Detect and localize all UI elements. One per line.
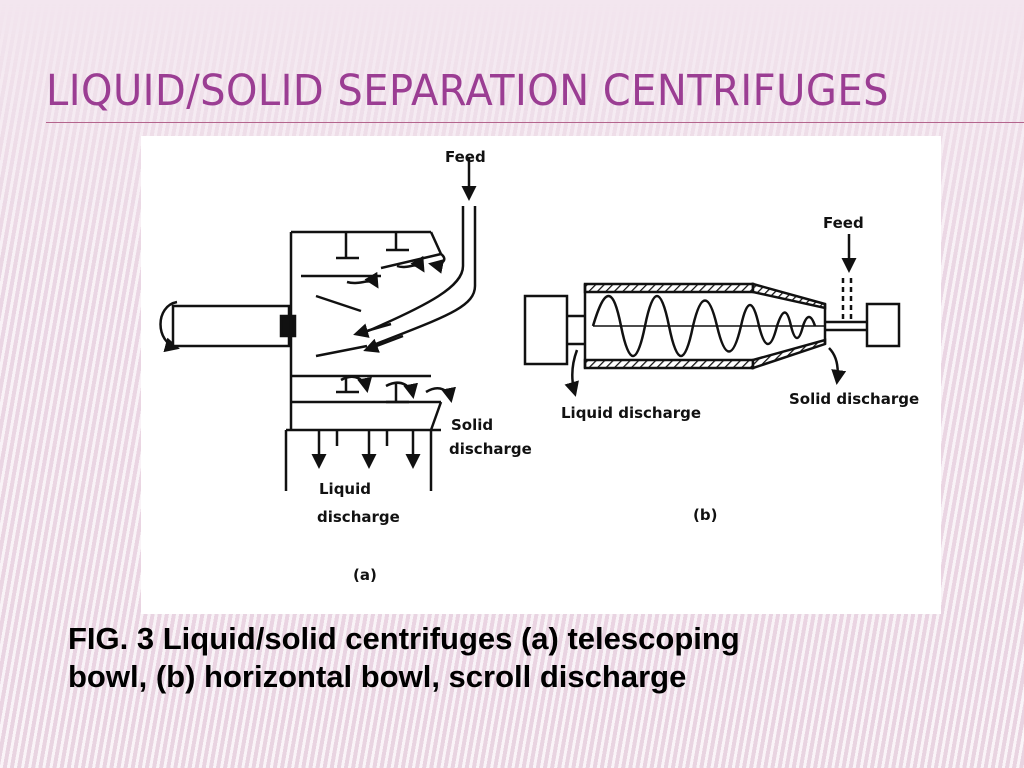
horizontal-bowl-diagram [523, 234, 901, 397]
figure-panel: Feed Solid discharge Liquid discharge (a… [141, 136, 941, 614]
panel-label-b: (b) [693, 506, 718, 524]
title-divider [46, 122, 1024, 123]
feed-label-b: Feed [823, 214, 864, 232]
drive-unit [523, 294, 569, 366]
solid-discharge-label-a-line2: discharge [449, 440, 532, 458]
centrifuge-diagram [159, 158, 901, 491]
liquid-discharge-label-a-line2: discharge [317, 508, 400, 526]
feed-label-a: Feed [445, 148, 486, 166]
solid-discharge-label-a-line1: Solid [451, 416, 494, 434]
liquid-discharge-label-b: Liquid discharge [561, 404, 702, 422]
liquid-discharge-label-a-line1: Liquid [319, 480, 371, 498]
shaft [171, 304, 291, 348]
telescoping-bowl-diagram [159, 158, 477, 491]
slide-title: Liquid/Solid Separation Centrifuges [46, 66, 889, 116]
panel-label-a: (a) [353, 566, 377, 584]
caption-line-2: bowl, (b) horizontal bowl, scroll discha… [68, 659, 687, 695]
solid-discharge-label-b: Solid discharge [789, 390, 920, 408]
feed-bearing [865, 302, 901, 348]
caption-line-1: FIG. 3 Liquid/solid centrifuges (a) tele… [68, 621, 740, 656]
figure-caption: FIG. 3 Liquid/solid centrifuges (a) tele… [68, 620, 968, 697]
rotation-arrow-icon [159, 300, 180, 353]
